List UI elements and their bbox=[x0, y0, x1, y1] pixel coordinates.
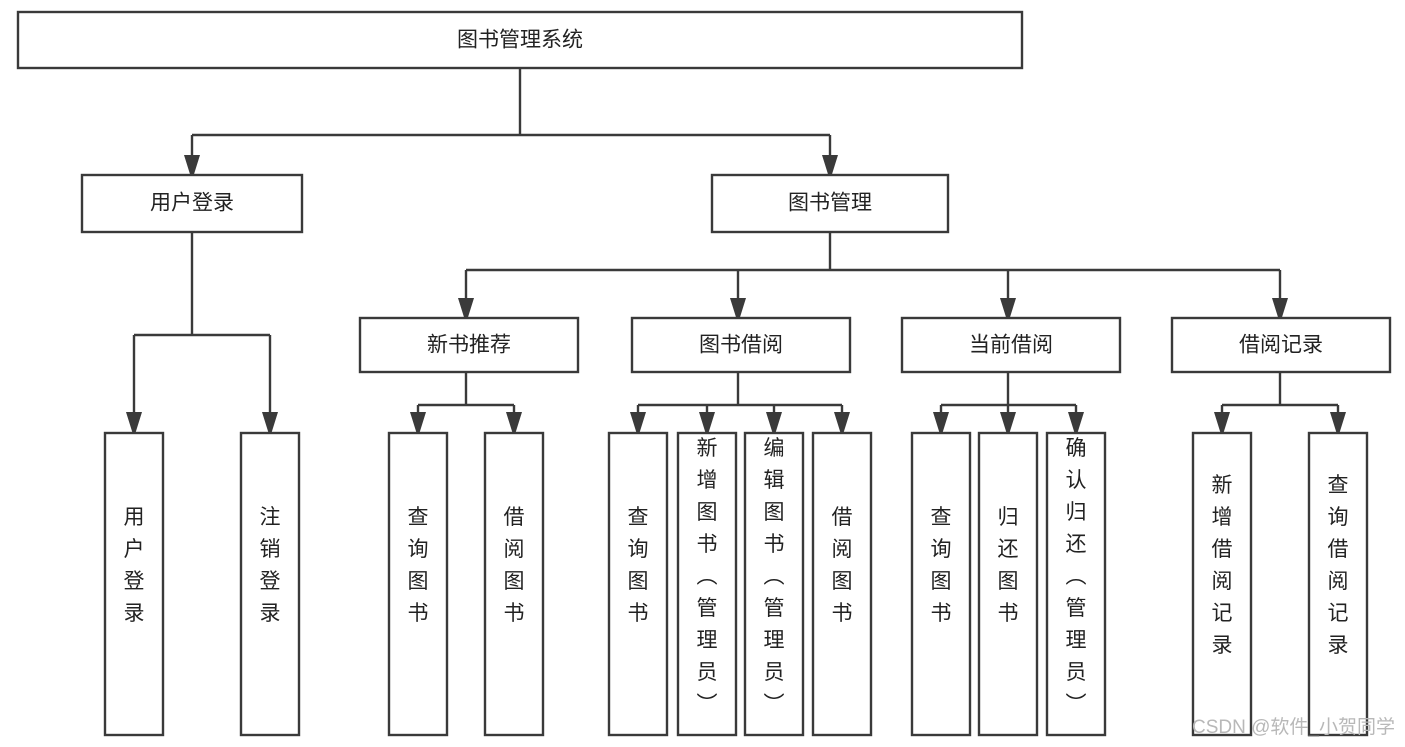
arrow-to-current-borrow bbox=[1000, 298, 1016, 319]
node-current-borrow-label: 当前借阅 bbox=[969, 334, 1053, 357]
arrow-to-leaf-return-book bbox=[1000, 412, 1016, 433]
arrow-to-leaf-add-record bbox=[1214, 412, 1230, 433]
leaf-return-book-label: 归还图书 bbox=[998, 506, 1019, 625]
node-current-borrow[interactable]: 当前借阅 bbox=[900, 316, 1122, 374]
leaf-logout-label: 注销登录 bbox=[260, 506, 281, 625]
leaf-add-book[interactable]: 新增图书︵管理员︶ bbox=[676, 431, 738, 737]
leaf-logout[interactable]: 注销登录 bbox=[239, 431, 301, 737]
node-book-manage[interactable]: 图书管理 bbox=[710, 173, 950, 234]
leaf-query-book-b-box[interactable] bbox=[607, 431, 669, 737]
leaf-query-book-c-box[interactable] bbox=[910, 431, 972, 737]
arrow-to-new-book-recommend bbox=[458, 298, 474, 319]
leaf-add-record-label: 新增借阅记录 bbox=[1212, 474, 1233, 657]
leaf-add-record-box[interactable] bbox=[1191, 431, 1253, 737]
leaf-borrow-book-a-label: 借阅图书 bbox=[504, 506, 525, 625]
leaf-query-book-b-label: 查询图书 bbox=[628, 506, 649, 625]
leaf-return-book[interactable]: 归还图书 bbox=[977, 431, 1039, 737]
arrow-to-leaf-query-book-c bbox=[933, 412, 949, 433]
leaf-add-book-box[interactable] bbox=[676, 431, 738, 737]
node-root-system[interactable]: 图书管理系统 bbox=[16, 10, 1024, 70]
leaf-borrow-book-a-box[interactable] bbox=[483, 431, 545, 737]
arrow-to-leaf-user-login bbox=[126, 412, 142, 433]
leaf-query-record-box[interactable] bbox=[1307, 431, 1369, 737]
leaf-query-book-c[interactable]: 查询图书 bbox=[910, 431, 972, 737]
connector-group-book-manage bbox=[458, 232, 1288, 319]
connector-group-user-login bbox=[126, 232, 278, 433]
arrow-to-leaf-query-record bbox=[1330, 412, 1346, 433]
arrow-to-leaf-borrow-book-b bbox=[834, 412, 850, 433]
arrow-to-leaf-confirm-return bbox=[1068, 412, 1084, 433]
node-new-book-recommend-label: 新书推荐 bbox=[427, 334, 511, 357]
node-new-book-recommend[interactable]: 新书推荐 bbox=[358, 316, 580, 374]
connector-group-borrow-record bbox=[1214, 372, 1346, 433]
connector-group-new-book-recommend bbox=[410, 372, 522, 433]
leaf-edit-book[interactable]: 编辑图书︵管理员︶ bbox=[743, 431, 805, 737]
connector-group-current-borrow bbox=[933, 372, 1084, 433]
node-root-label: 图书管理系统 bbox=[457, 29, 583, 52]
leaf-query-book-a[interactable]: 查询图书 bbox=[387, 431, 449, 737]
leaf-query-book-a-label: 查询图书 bbox=[408, 506, 429, 625]
leaf-query-record-label: 查询借阅记录 bbox=[1328, 474, 1349, 657]
arrow-to-book-borrow bbox=[730, 298, 746, 319]
node-user-login[interactable]: 用户登录 bbox=[80, 173, 304, 234]
leaf-borrow-book-b-box[interactable] bbox=[811, 431, 873, 737]
arrow-to-leaf-query-book-b bbox=[630, 412, 646, 433]
node-book-manage-label: 图书管理 bbox=[788, 192, 872, 215]
leaf-borrow-book-a[interactable]: 借阅图书 bbox=[483, 431, 545, 737]
node-root-box[interactable] bbox=[16, 10, 1024, 70]
node-borrow-record-box[interactable] bbox=[1170, 316, 1392, 374]
leaf-query-book-b[interactable]: 查询图书 bbox=[607, 431, 669, 737]
connector-group-root bbox=[184, 68, 838, 176]
leaf-query-book-a-box[interactable] bbox=[387, 431, 449, 737]
node-new-book-recommend-box[interactable] bbox=[358, 316, 580, 374]
node-book-manage-box[interactable] bbox=[710, 173, 950, 234]
leaf-borrow-book-b[interactable]: 借阅图书 bbox=[811, 431, 873, 737]
leaf-confirm-return[interactable]: 确认归还︵管理员︶ bbox=[1045, 431, 1107, 737]
node-book-borrow[interactable]: 图书借阅 bbox=[630, 316, 852, 374]
leaf-confirm-return-box[interactable] bbox=[1045, 431, 1107, 737]
leaf-borrow-book-b-label: 借阅图书 bbox=[832, 506, 853, 625]
node-borrow-record[interactable]: 借阅记录 bbox=[1170, 316, 1392, 374]
arrow-to-leaf-logout bbox=[262, 412, 278, 433]
arrow-to-borrow-record bbox=[1272, 298, 1288, 319]
node-book-borrow-box[interactable] bbox=[630, 316, 852, 374]
arrow-to-user-login bbox=[184, 155, 200, 176]
arrow-to-leaf-query-book-a bbox=[410, 412, 426, 433]
arrow-to-leaf-borrow-book-a bbox=[506, 412, 522, 433]
arrow-to-leaf-add-book bbox=[699, 412, 715, 433]
node-borrow-record-label: 借阅记录 bbox=[1239, 334, 1323, 357]
leaf-confirm-return-label: 确认归还︵管理员︶ bbox=[1066, 437, 1087, 716]
leaf-add-record[interactable]: 新增借阅记录 bbox=[1191, 431, 1253, 737]
leaf-return-book-box[interactable] bbox=[977, 431, 1039, 737]
watermark-label: CSDN @软件_小贺同学 bbox=[1192, 716, 1395, 738]
node-user-login-box[interactable] bbox=[80, 173, 304, 234]
connector-group-book-borrow bbox=[630, 372, 850, 433]
node-book-borrow-label: 图书借阅 bbox=[699, 334, 783, 357]
node-user-login-label: 用户登录 bbox=[150, 192, 234, 215]
arrow-to-book-manage bbox=[822, 155, 838, 176]
leaf-user-login-box[interactable] bbox=[103, 431, 165, 737]
leaf-user-login[interactable]: 用户登录 bbox=[103, 431, 165, 737]
leaf-edit-book-label: 编辑图书︵管理员︶ bbox=[764, 437, 785, 716]
node-current-borrow-box[interactable] bbox=[900, 316, 1122, 374]
leaf-logout-box[interactable] bbox=[239, 431, 301, 737]
leaf-query-book-c-label: 查询图书 bbox=[931, 506, 952, 625]
leaf-user-login-label: 用户登录 bbox=[124, 506, 145, 625]
leaf-add-book-label: 新增图书︵管理员︶ bbox=[697, 437, 718, 716]
leaf-edit-book-box[interactable] bbox=[743, 431, 805, 737]
arrow-to-leaf-edit-book bbox=[766, 412, 782, 433]
leaf-query-record[interactable]: 查询借阅记录 bbox=[1307, 431, 1369, 737]
